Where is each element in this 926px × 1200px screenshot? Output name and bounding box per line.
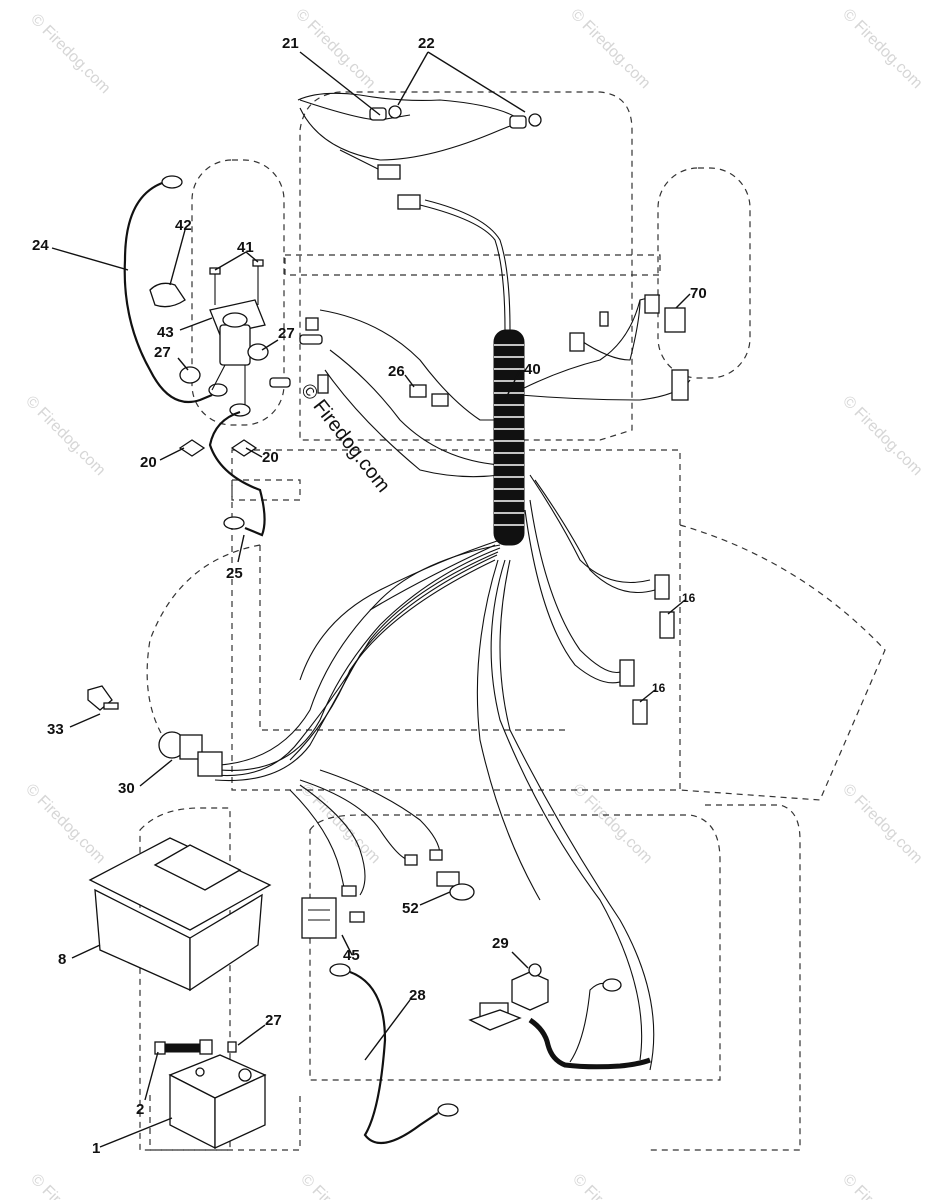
callout-1: 1	[92, 1140, 100, 1157]
callout-52: 52	[402, 900, 419, 917]
seat-switch	[468, 963, 549, 1031]
callout-24: 24	[32, 237, 49, 254]
callout-43: 43	[157, 324, 174, 341]
module-45	[301, 885, 365, 939]
connector-52	[404, 849, 475, 901]
connector-26	[409, 384, 449, 407]
ignition-switch	[158, 731, 223, 777]
wire-loom	[493, 329, 525, 546]
watermark: © Firedog.com	[569, 781, 655, 867]
watermark: © Firedog.com	[839, 1171, 925, 1200]
callout-21: 21	[282, 35, 299, 52]
callout-40: 40	[524, 361, 541, 378]
callout-27: 27	[278, 325, 295, 342]
battery	[168, 1054, 267, 1150]
callout-45: 45	[343, 947, 360, 964]
callout-70: 70	[690, 285, 707, 302]
headlight-right	[509, 113, 542, 129]
callout-25: 25	[226, 565, 243, 582]
ignition-key	[87, 685, 119, 711]
battery-box	[88, 837, 272, 992]
callout-30: 30	[118, 780, 135, 797]
watermark: © Firedog.com	[27, 11, 113, 97]
callout-33: 33	[47, 721, 64, 738]
solenoid-assembly	[149, 259, 269, 457]
harness-wires	[214, 92, 691, 1071]
watermark: © Firedog.com	[839, 393, 925, 479]
callout-16: 16	[682, 591, 696, 605]
callout-27: 27	[154, 344, 171, 361]
watermark: © Firedog.com	[27, 1171, 113, 1200]
callout-20: 20	[140, 454, 157, 471]
callout-41: 41	[237, 239, 254, 256]
watermark: © Firedog.com	[567, 6, 653, 92]
battery-bolt	[154, 1039, 237, 1055]
fuse-holder	[269, 317, 329, 394]
callout-26: 26	[388, 363, 405, 380]
callout-28: 28	[409, 987, 426, 1004]
callout-16: 16	[652, 681, 666, 695]
callout-27: 27	[265, 1012, 282, 1029]
callout-42: 42	[175, 217, 192, 234]
chassis-outline	[139, 91, 886, 1151]
watermark: © Firedog.com	[22, 393, 108, 479]
leader-lines	[51, 51, 691, 1148]
headlight-left	[369, 105, 402, 121]
watermark: © Firedog.com	[569, 1171, 655, 1200]
watermark: © Firedog.com	[839, 781, 925, 867]
callout-2: 2	[136, 1101, 144, 1118]
ground-cable-28	[329, 963, 459, 1145]
connector-70	[569, 294, 689, 401]
battery-cable-24	[123, 175, 228, 404]
callout-20: 20	[262, 449, 279, 466]
cable-25	[208, 410, 266, 537]
connector-16-lower	[619, 659, 648, 725]
callout-labels: 21 22 24 42 41 43 27 27 20 20 25 26 40 7…	[32, 35, 707, 1157]
connector-plug	[377, 164, 421, 210]
watermark: © Firedog.com	[839, 6, 925, 92]
callout-29: 29	[492, 935, 509, 952]
coil-cord	[528, 978, 651, 1070]
watermark: © Firedog.com	[297, 1171, 383, 1200]
callout-8: 8	[58, 951, 66, 968]
watermark: © Firedog.com	[22, 781, 108, 867]
connector-16-upper	[654, 574, 675, 639]
callout-22: 22	[418, 35, 435, 52]
